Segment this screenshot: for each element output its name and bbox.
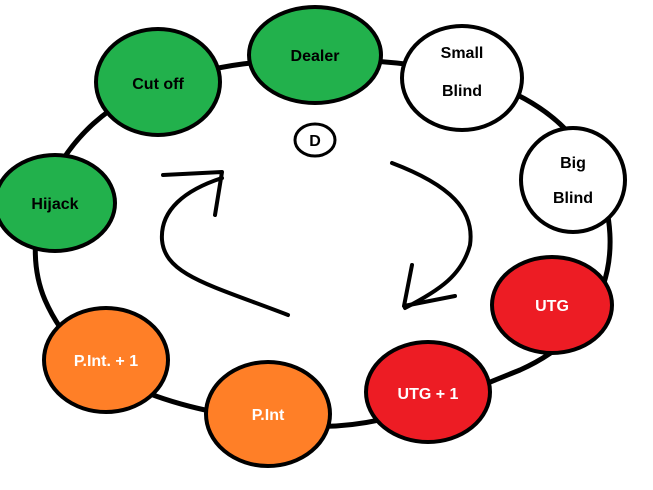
seat-utg-circle [490,255,614,355]
seat-dealer-label: Dealer [291,48,340,65]
arrow-right [390,161,473,310]
seat-p-int-label: P.Int [252,407,285,424]
seat-dealer: Dealer [247,5,383,105]
seat-hijack-circle [0,153,117,253]
seat-big-blind-label: Big [560,155,586,172]
seat-p-int-plus-1-circle [42,306,170,414]
seat-p-int: P.Int [204,360,332,468]
seat-utg: UTG [490,255,614,355]
seat-utg-label: UTG [535,298,569,315]
seat-cut-off: Cut off [94,27,222,137]
seat-p-int-plus-1: P.Int. + 1 [42,306,170,414]
seat-utg-plus-1: UTG + 1 [364,340,492,444]
seat-small-blind-circle [400,24,524,132]
seat-small-blind-label: Blind [442,83,482,100]
seat-small-blind-label: Small [441,45,484,62]
seat-big-blind-label: Blind [553,190,593,207]
dealer-button: D [293,122,337,158]
seat-hijack: Hijack [0,153,117,253]
seat-utg-plus-1-label: UTG + 1 [398,386,459,403]
rotation-arrows [159,161,473,317]
seat-p-int-plus-1-label: P.Int. + 1 [74,353,138,370]
dealer-button-chip [293,122,337,158]
dealer-button-label: D [309,133,321,150]
seat-hijack-label: Hijack [31,196,78,213]
seat-cut-off-label: Cut off [132,76,184,93]
arrow-right-head [402,263,457,308]
seat-big-blind-circle [519,126,627,234]
seat-utg-plus-1-circle [364,340,492,444]
seat-dealer-circle [247,5,383,105]
arrow-left-head [161,170,224,217]
seat-cut-off-circle [94,27,222,137]
seat-p-int-circle [204,360,332,468]
arrow-left [159,176,290,317]
